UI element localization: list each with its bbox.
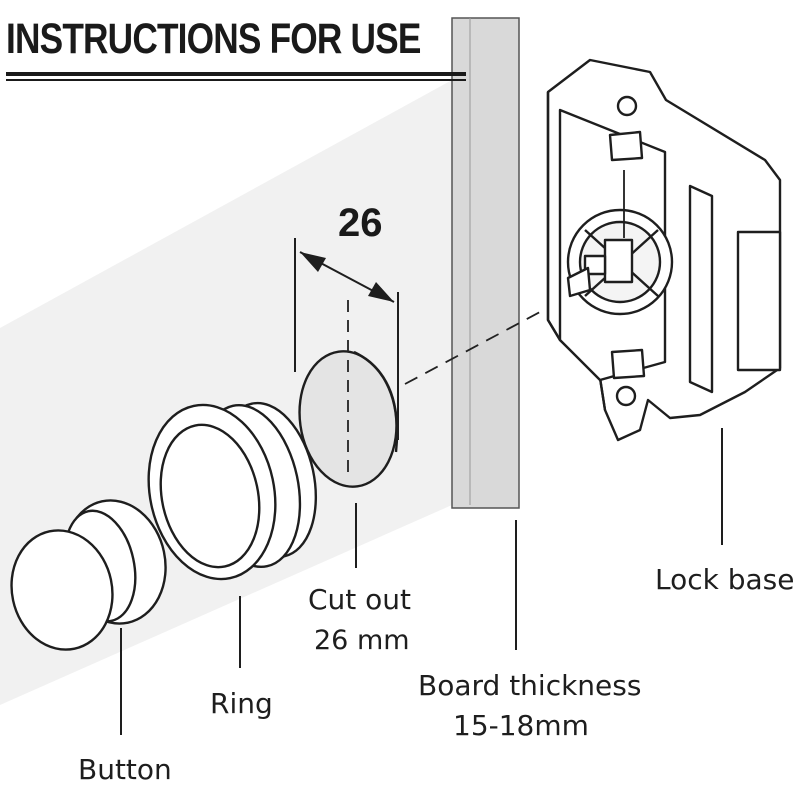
- ring: [147, 401, 318, 581]
- label-board-thickness: Board thickness: [418, 669, 642, 702]
- label-board-range: 15-18mm: [453, 709, 589, 742]
- dimension-label: 26: [338, 201, 383, 245]
- board-edge: [451, 17, 520, 509]
- lock-base: [546, 58, 782, 442]
- label-lock-base: Lock base: [655, 563, 795, 596]
- label-cutout-size: 26 mm: [314, 625, 410, 656]
- title-underline: [6, 72, 466, 76]
- title-underline-thin: [6, 79, 466, 81]
- button-part: [10, 499, 167, 651]
- dimension-arrow: [294, 238, 399, 440]
- cutout-hole-inner: [353, 350, 399, 453]
- leader-lines: [120, 428, 723, 735]
- axis-line: [404, 311, 541, 385]
- page-title: INSTRUCTIONS FOR USE: [6, 15, 421, 63]
- label-cutout: Cut out: [308, 583, 412, 616]
- label-button: Button: [78, 753, 172, 786]
- label-ring: Ring: [210, 687, 273, 720]
